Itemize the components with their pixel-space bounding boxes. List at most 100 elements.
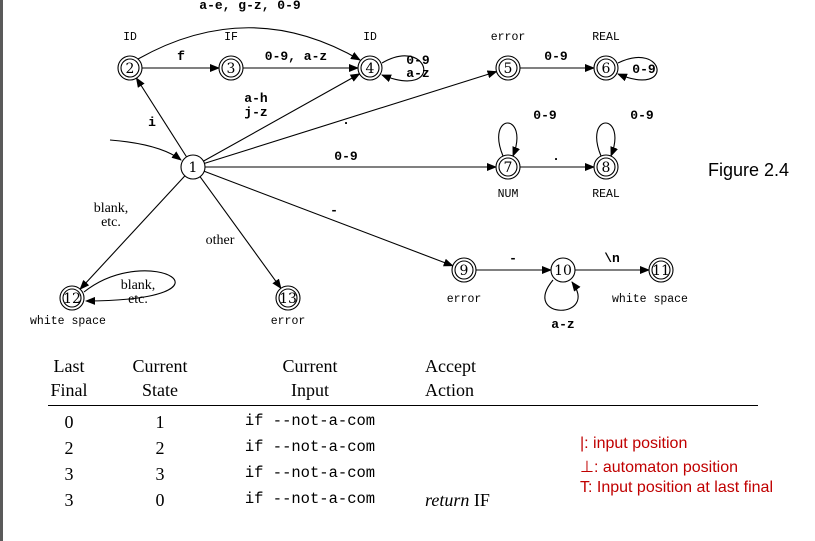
transition-label: other (206, 233, 235, 248)
transition-label: - (509, 251, 517, 266)
transition-1-to-12: blank,etc. (79, 175, 186, 290)
self-loop (596, 122, 618, 157)
state-token-tag: error (491, 31, 526, 44)
transition-label: 0-9 (533, 108, 557, 123)
cell-current-state: 3 (155, 464, 165, 484)
transition-label: \n (604, 251, 620, 266)
header-top-3: Accept (425, 356, 476, 376)
cell-current-input: if --not-a-com (244, 490, 376, 508)
state-10: 10 (550, 257, 576, 283)
final-state-ring (360, 58, 380, 78)
self-loop (498, 122, 520, 157)
cell-current-input: if --not-a-com (244, 412, 376, 430)
transition-label: 0-9 (630, 108, 654, 123)
table-header-rule (48, 405, 758, 406)
transition-8-to-8: 0-9 (596, 108, 654, 157)
transition-line (203, 73, 361, 162)
legend-line: |: input position (580, 435, 688, 452)
state-number: 9 (460, 263, 469, 279)
transition-label: f (177, 49, 185, 64)
state-circle (180, 154, 206, 180)
header-top-1: Current (132, 356, 188, 376)
transition-label: i (148, 115, 156, 130)
state-number: 7 (504, 160, 513, 176)
cell-last-final: 3 (64, 490, 74, 510)
final-state-ring (221, 58, 241, 78)
transition-4-to-4: 0-9a-z (381, 53, 430, 83)
state-token-tag: error (447, 293, 482, 306)
transition-label: a-z (406, 66, 429, 81)
cell-current-input: if --not-a-com (244, 464, 376, 482)
final-state-ring (596, 58, 616, 78)
final-state-ring (651, 260, 671, 280)
legend-line: ⊥: automaton position (580, 459, 739, 476)
left-edge-bar (0, 0, 3, 541)
final-state-ring (62, 288, 82, 308)
state-1: 1 (180, 154, 206, 180)
state-token-tag: error (271, 315, 306, 328)
state-token-tag: NUM (498, 188, 519, 201)
transition-1-to-5: . (204, 70, 498, 164)
state-number: 10 (554, 263, 572, 279)
transition-1-to-7: 0-9 (205, 149, 497, 171)
transition-7-to-8: . (520, 149, 595, 171)
final-state-ring (498, 58, 518, 78)
final-state-ring (120, 58, 140, 78)
transition-label: 0-9, a-z (265, 49, 327, 64)
transition-12-to-12: blank,etc. (83, 270, 176, 307)
final-state-ring (596, 157, 616, 177)
state-9: 9 error (447, 257, 482, 306)
transition-label: - (330, 203, 338, 218)
cell-current-state: 0 (155, 490, 165, 510)
transition-6-to-6: 0-9 (617, 57, 658, 82)
transition-label: etc. (128, 292, 148, 307)
state-token-tag: white space (30, 315, 106, 328)
state-2: 2ID (117, 31, 143, 81)
self-loop (83, 270, 176, 305)
transition-label: a-z (551, 317, 574, 332)
transition-2-to-4: a-e, g-z, 0-9 (137, 0, 361, 61)
header-bottom-0: Final (50, 380, 88, 400)
state-circle (550, 257, 576, 283)
transition-curve (137, 27, 361, 61)
start-arrow (109, 139, 182, 161)
transition-line (135, 77, 188, 158)
figure-label: Figure 2.4 (708, 160, 789, 180)
transition-2-to-3: f (142, 49, 220, 72)
transition-line (204, 70, 498, 164)
transition-1-to-2: i (135, 77, 188, 158)
cell-last-final: 3 (64, 464, 74, 484)
state-token-tag: REAL (592, 188, 620, 201)
transition-label: a-e, g-z, 0-9 (199, 0, 301, 13)
cell-current-state: 1 (155, 412, 165, 432)
state-12: 12 white space (30, 285, 106, 328)
transition-label: 0-9 (406, 53, 430, 68)
state-number: 13 (279, 291, 297, 307)
transition-label: 0-9 (544, 49, 568, 64)
state-token-tag: ID (363, 31, 377, 44)
cell-current-input: if --not-a-com (244, 438, 376, 456)
transition-label: etc. (101, 215, 121, 230)
transition-label: j-z (244, 105, 267, 120)
final-state-ring (454, 260, 474, 280)
state-number: 6 (602, 61, 611, 77)
transition-label: . (342, 113, 350, 128)
state-number: 3 (227, 61, 236, 77)
cell-current-state: 2 (155, 438, 165, 458)
transition-label: a-h (244, 91, 268, 106)
state-token-tag: white space (612, 293, 688, 306)
transition-10-to-10: a-z (544, 279, 581, 332)
state-token-tag: ID (123, 31, 137, 44)
state-number: 12 (63, 291, 81, 307)
state-number: 1 (189, 160, 198, 176)
state-number: 11 (652, 263, 670, 279)
self-loop (617, 57, 658, 82)
transition-1-to-13: other (199, 176, 282, 290)
self-loop (544, 279, 581, 311)
state-4: 4ID (357, 31, 383, 81)
